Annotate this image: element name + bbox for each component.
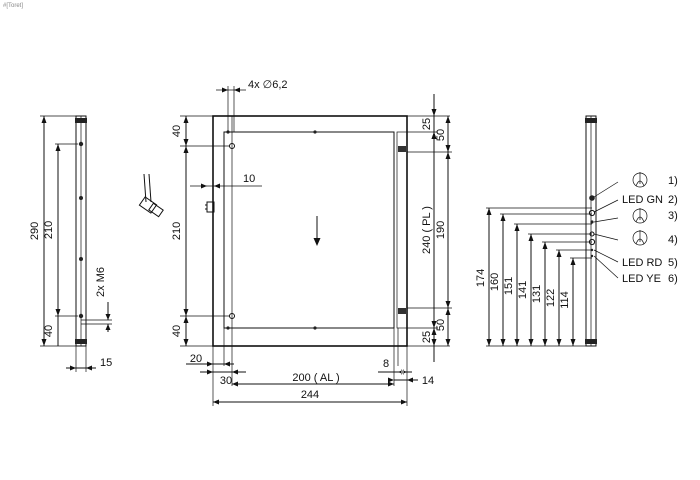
dim-141: 141 [517,281,529,299]
connector-cable [138,173,164,218]
dim-overall-244: 244 [301,389,319,401]
dim-bottom-8: 8 [383,358,389,370]
dim-122: 122 [545,289,557,307]
callout-num-6: 6) [668,273,678,285]
dim-160: 160 [489,273,501,291]
callout-led-ye: LED YE [622,273,661,285]
dim-114: 114 [559,291,571,309]
dim-131: 131 [531,285,543,303]
dim-bottom-20: 20 [190,353,202,365]
dim-151: 151 [503,277,515,295]
dim-front-bottom-40: 40 [171,325,183,337]
dim-bottom-30: 30 [220,375,232,387]
dim-right-top-50: 50 [435,129,447,141]
callout-led-rd: LED RD [622,257,662,269]
dim-right-bottom-25: 25 [421,331,433,343]
dim-left-210: 210 [43,221,55,239]
corner-text: #[Toret] [3,3,23,9]
dim-bottom-14: 14 [422,375,434,387]
callout-num-2: 2) [668,194,678,206]
dim-al-200: 200 ( AL ) [292,372,339,384]
callout-num-1: 1) [668,175,678,187]
dim-174: 174 [475,269,487,287]
dim-front-210: 210 [171,222,183,240]
dim-left-40: 40 [43,325,55,337]
dim-right-190: 190 [435,221,447,239]
touch-icon [632,230,648,246]
callout-num-5: 5) [668,257,678,269]
callout-led-gn: LED GN [622,194,663,206]
front-outer-frame [212,115,408,347]
front-view: 4x ∅6,2 40 210 40 10 25 50 240 ( PL ) [171,79,452,406]
left-side-view: 290 210 40 2x M6 15 [29,115,112,372]
active-area [223,131,395,329]
dim-width-15: 15 [100,357,112,369]
dim-right-bottom-50: 50 [435,319,447,331]
dim-thread: 2x M6 [95,267,107,297]
dim-left-290: 290 [29,222,41,240]
dim-right-top-25: 25 [421,118,433,130]
touch-icon [632,172,648,188]
callout-num-4: 4) [668,234,678,246]
right-side-view: 174 160 151 141 131 122 114 [475,115,678,347]
dim-offset-10: 10 [243,173,255,185]
dim-pl-240: 240 ( PL ) [421,206,433,254]
touch-icon [632,208,648,224]
dim-front-top-40: 40 [171,125,183,137]
dim-hole-diameter: 4x ∅6,2 [248,79,288,91]
callout-num-3: 3) [668,210,678,222]
